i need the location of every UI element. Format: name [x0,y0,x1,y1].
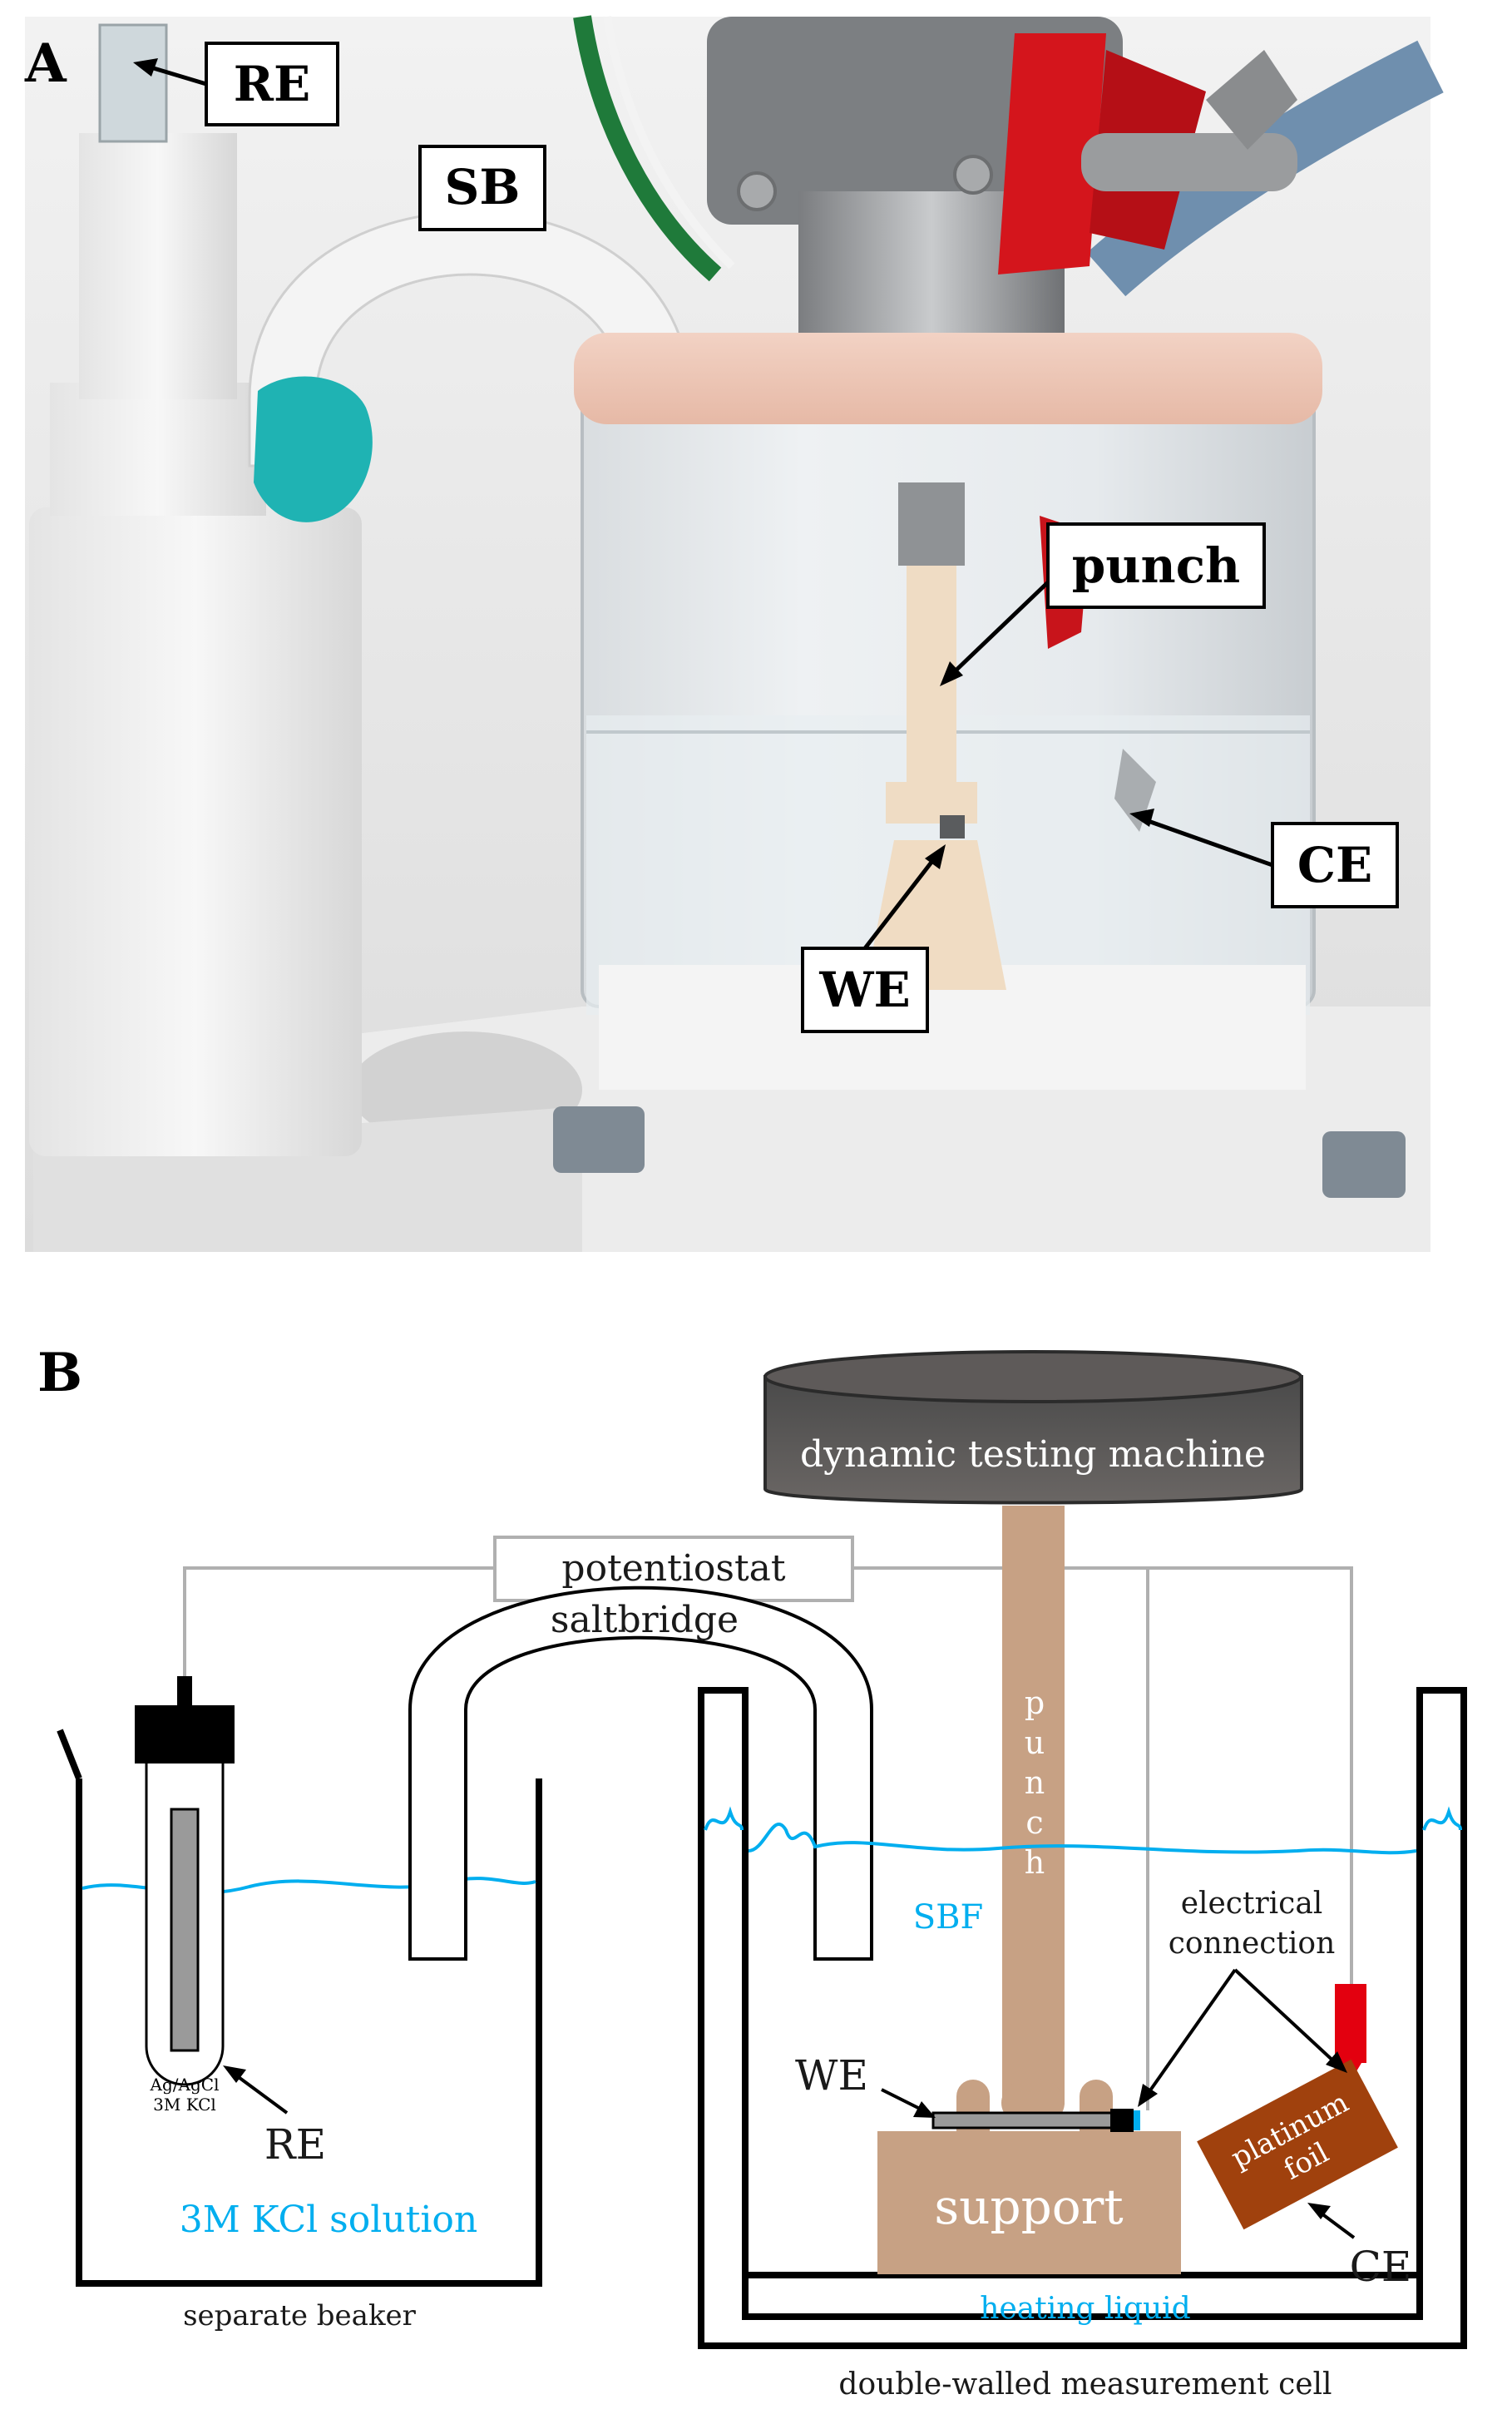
cell-inner-wall [742,1690,1423,2278]
label-re-text: RE [234,56,310,112]
ce-label-b: CE [1350,2243,1412,2291]
re-glass-tip [98,23,168,143]
working-electrode [931,2109,1140,2132]
double-walled-cell-label: double-walled measurement cell [838,2367,1332,2402]
punch-rod-schematic [1002,1506,1065,2105]
hex-bolt [1322,1131,1406,1198]
arrow-re-b [231,2071,289,2115]
label-we-text: WE [818,962,910,1018]
re-electrode-rod [170,1808,200,2052]
hex-bolt [553,1106,645,1173]
beaker-spout [57,1729,82,1780]
cell-lid [574,333,1322,424]
re-tube-text: 3M KCl [153,2095,216,2115]
sbf-liquid-surface [748,1823,1417,1855]
bolt [953,155,993,195]
wing-screw [1081,133,1297,191]
kcl-solution-label: 3M KCl solution [180,2199,478,2241]
arrowhead-we-b [913,2101,936,2118]
we-connector-tip [1134,2110,1140,2130]
arrowhead-ce-b [1307,2203,1331,2219]
arrowhead-re-b [223,2065,246,2083]
heating-liquid-right-wave [1422,1806,1462,1831]
arrow-ce-b [1317,2209,1356,2239]
punch-holder [898,482,965,566]
electrical-connection-arrows [1144,1968,1339,2098]
saltbridge-label: saltbridge [551,1599,739,1641]
punch-letter: p [1025,1684,1045,1721]
re-holder-neck [79,133,237,399]
panel-letter-b: B [37,1342,82,1404]
double-walled-cell [698,1687,1467,2349]
punch-letter: c [1025,1804,1043,1841]
arrowhead-we [925,844,946,869]
we-label-b: WE [795,2051,868,2100]
re-cap [135,1705,235,1764]
label-re: RE [133,42,339,126]
label-punch: punch [940,522,1266,686]
arrow-we-b [881,2088,926,2113]
label-sb: SB [418,145,546,231]
heating-liquid-left-wave [704,1806,744,1831]
re-tube-text: Ag/AgCl [150,2075,220,2095]
testing-machine: dynamic testing machine [763,1350,1303,1505]
arrow-re [147,64,207,87]
ce-red-connector [1335,1984,1366,2063]
re-label-b: RE [264,2120,326,2169]
label-we: WE [801,844,946,1033]
arrowhead-elec-ce [1326,2051,1347,2073]
electrical-connection-label: electrical [1181,1887,1323,1921]
arrowhead-punch [940,661,963,686]
label-ce-text: CE [1297,837,1372,893]
arrowhead-elec-we [1138,2084,1158,2107]
punch-vertical-text: p u n c h [1025,1684,1045,1881]
arrow-we [863,855,937,950]
panel-b-schematic: dynamic testing machine potentiostat p u… [57,1350,1467,2402]
electrical-connection-label: connection [1169,1927,1336,1961]
testing-machine-label: dynamic testing machine [800,1433,1266,1476]
wing-nut [1206,50,1297,150]
arrow-punch [951,581,1050,675]
separate-beaker-label: separate beaker [183,2299,417,2332]
panel-letter-a: A [24,32,67,95]
panel-a-photo: RE SB punch CE WE [25,15,1444,1252]
sample-support-schematic: support [877,2080,1181,2274]
label-punch-text: punch [1072,537,1240,594]
green-cable [573,15,722,282]
salt-bridge-schematic [408,1585,873,1961]
label-sb-text: SB [445,159,521,215]
platinum-foil: platinum foil [1197,2059,1398,2230]
re-holder-cylinder [29,507,362,1156]
punch-letter: n [1025,1764,1045,1801]
heating-liquid-label: heating liquid [980,2292,1190,2326]
white-cable [603,16,735,270]
support-label: support [934,2179,1123,2235]
bolt [737,171,777,211]
sbf-label: SBF [913,1898,984,1937]
label-ce: CE [1129,809,1399,908]
arrow-ce [1143,817,1273,868]
we-connector [1110,2109,1134,2132]
re-holder-collar [50,383,266,516]
sealing-putty [254,376,373,522]
red-clip [998,33,1106,275]
punch-letter: h [1025,1844,1045,1881]
arrowhead-ce [1129,809,1154,827]
reference-electrode: Ag/AgCl 3M KCl [135,1676,235,2115]
punch-letter: u [1025,1724,1045,1761]
we-sample [940,815,965,838]
arrowhead-re [133,58,158,77]
potentiostat-label: potentiostat [561,1547,785,1590]
